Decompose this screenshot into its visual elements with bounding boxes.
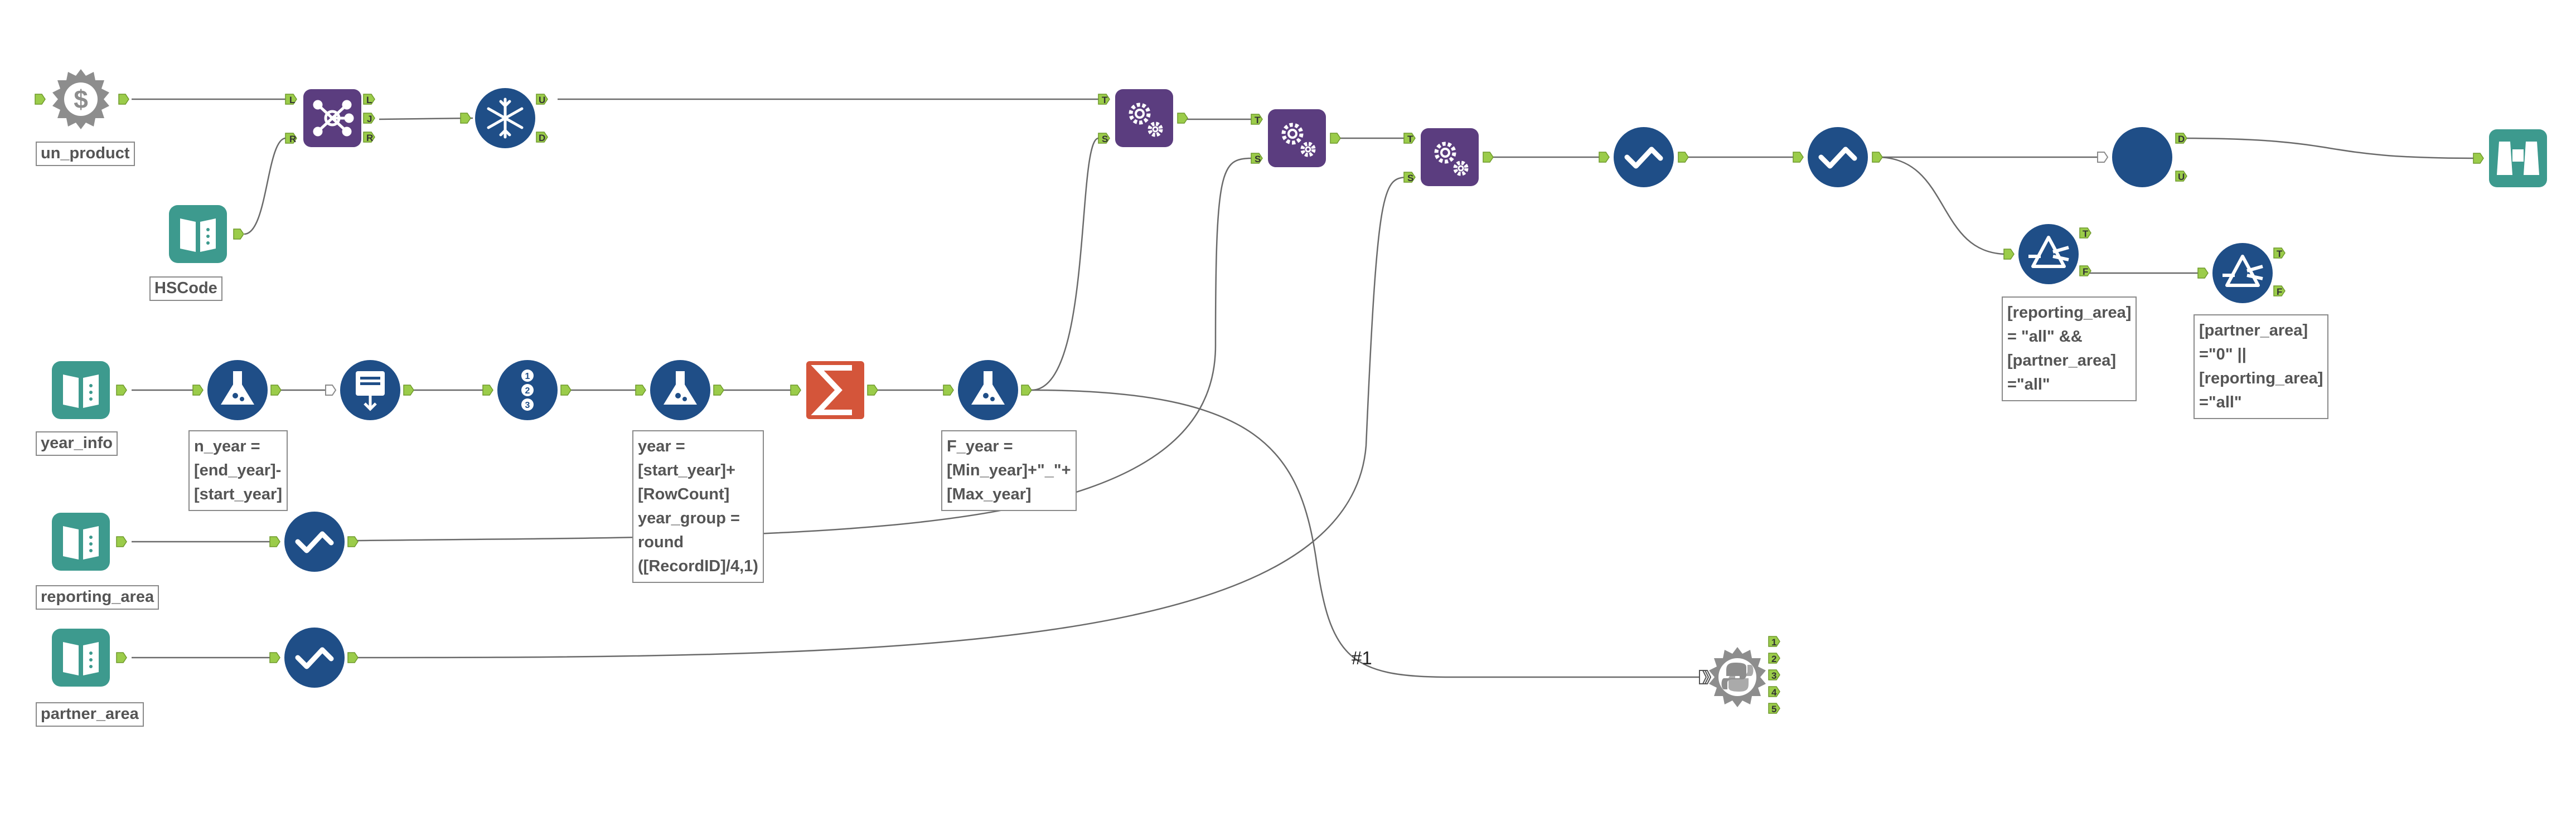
svg-text:D: D [2178,134,2185,144]
flask-icon [221,371,254,405]
svg-text:D: D [539,133,545,143]
python-icon [1721,663,1754,692]
svg-text:J: J [367,114,372,124]
year-info-input-tool[interactable] [52,361,127,419]
svg-text:5: 5 [1771,704,1776,714]
svg-text:2: 2 [525,386,530,396]
select-tool-2[interactable] [1793,127,1883,187]
flask-icon [971,371,1005,405]
append-fields-tool[interactable] [325,360,414,420]
year-info-label: year_info [36,431,118,456]
circle-icon [2112,127,2172,187]
svg-text:T: T [2277,249,2283,259]
un-product-label: un_product [36,142,135,166]
gears-icon [1281,123,1316,157]
partner-area-input-tool[interactable] [52,629,127,687]
svg-text:R: R [289,134,296,144]
gears-icon [1434,142,1469,176]
append-icon [356,371,385,411]
gears-icon [1129,103,1163,137]
connection-tag: #1 [1352,648,1372,668]
checkmark-icon [295,531,334,553]
python-tool[interactable]: 1 2 3 4 5 [1699,636,1780,714]
sigma-icon [811,365,852,415]
svg-text:F: F [2277,286,2282,297]
svg-text:1: 1 [1771,637,1776,648]
filter-2-annotation: [partner_area] ="0" || [reporting_area] … [2194,314,2329,419]
join-tool[interactable]: L R L J R [285,89,375,147]
filter-icon [2028,236,2069,268]
formula-tool-3[interactable] [943,360,1032,420]
formula-tool-2[interactable] [635,360,724,420]
unique-tool[interactable]: U D [460,88,548,148]
checkmark-icon [1818,147,1857,169]
n-year-annotation: n_year = [end_year]- [start_year] [188,430,288,511]
svg-text:T: T [1255,115,1261,125]
svg-text:3: 3 [525,401,530,410]
filter-tool-2[interactable]: T F [2197,243,2286,303]
hscode-label: HSCode [149,276,222,301]
svg-text:T: T [2083,228,2089,239]
snowflake-icon [487,98,524,139]
flask-icon [664,371,697,405]
svg-text:R: R [366,133,373,143]
select-tool-3[interactable] [269,512,359,572]
svg-text:S: S [1407,173,1413,183]
svg-text:$: $ [74,85,88,114]
filter-tool-1[interactable]: T F [2003,224,2091,284]
summarize-tool[interactable] [790,361,878,419]
formula-tool-1[interactable] [192,360,282,420]
svg-text:2: 2 [1771,654,1776,664]
svg-text:T: T [1102,95,1108,105]
svg-text:1: 1 [525,372,530,381]
svg-text:S: S [1255,154,1261,164]
filter-icon [2222,255,2263,287]
svg-text:U: U [2178,172,2185,182]
svg-text:U: U [539,95,545,105]
f-year-annotation: F_year = [Min_year]+"_"+ [Max_year] [941,430,1077,511]
reporting-area-input-tool[interactable] [52,513,127,571]
sample-tool[interactable]: D U [2097,127,2187,187]
checkmark-icon [1624,147,1663,169]
svg-text:3: 3 [1771,670,1776,681]
macro-tool-1[interactable]: T S [1098,89,1188,147]
browse-tool[interactable] [2473,129,2547,187]
filter-1-annotation: [reporting_area] = "all" && [partner_are… [2002,296,2137,401]
svg-text:T: T [1407,134,1413,144]
select-tool-1[interactable] [1599,127,1689,187]
svg-text:L: L [289,95,295,105]
svg-text:L: L [366,95,372,105]
partner-area-label: partner_area [36,702,144,727]
binoculars-icon [2497,142,2539,175]
checkmark-icon [295,647,334,669]
join-icon [313,100,354,137]
svg-text:F: F [2083,266,2088,277]
select-tool-4[interactable] [269,628,359,688]
svg-text:4: 4 [1771,687,1777,698]
year-annotation: year = [start_year]+ [RowCount] year_gro… [632,430,764,583]
record-id-icon: 1 2 3 [521,369,534,411]
svg-text:S: S [1102,134,1108,144]
macro-tool-3[interactable]: T S [1403,128,1494,186]
hscode-input-tool[interactable] [169,205,244,263]
un-product-input-tool[interactable]: $ [35,69,129,129]
record-id-tool[interactable]: 1 2 3 [482,360,572,420]
macro-tool-2[interactable]: T S [1251,109,1341,167]
reporting-area-label: reporting_area [36,585,159,610]
